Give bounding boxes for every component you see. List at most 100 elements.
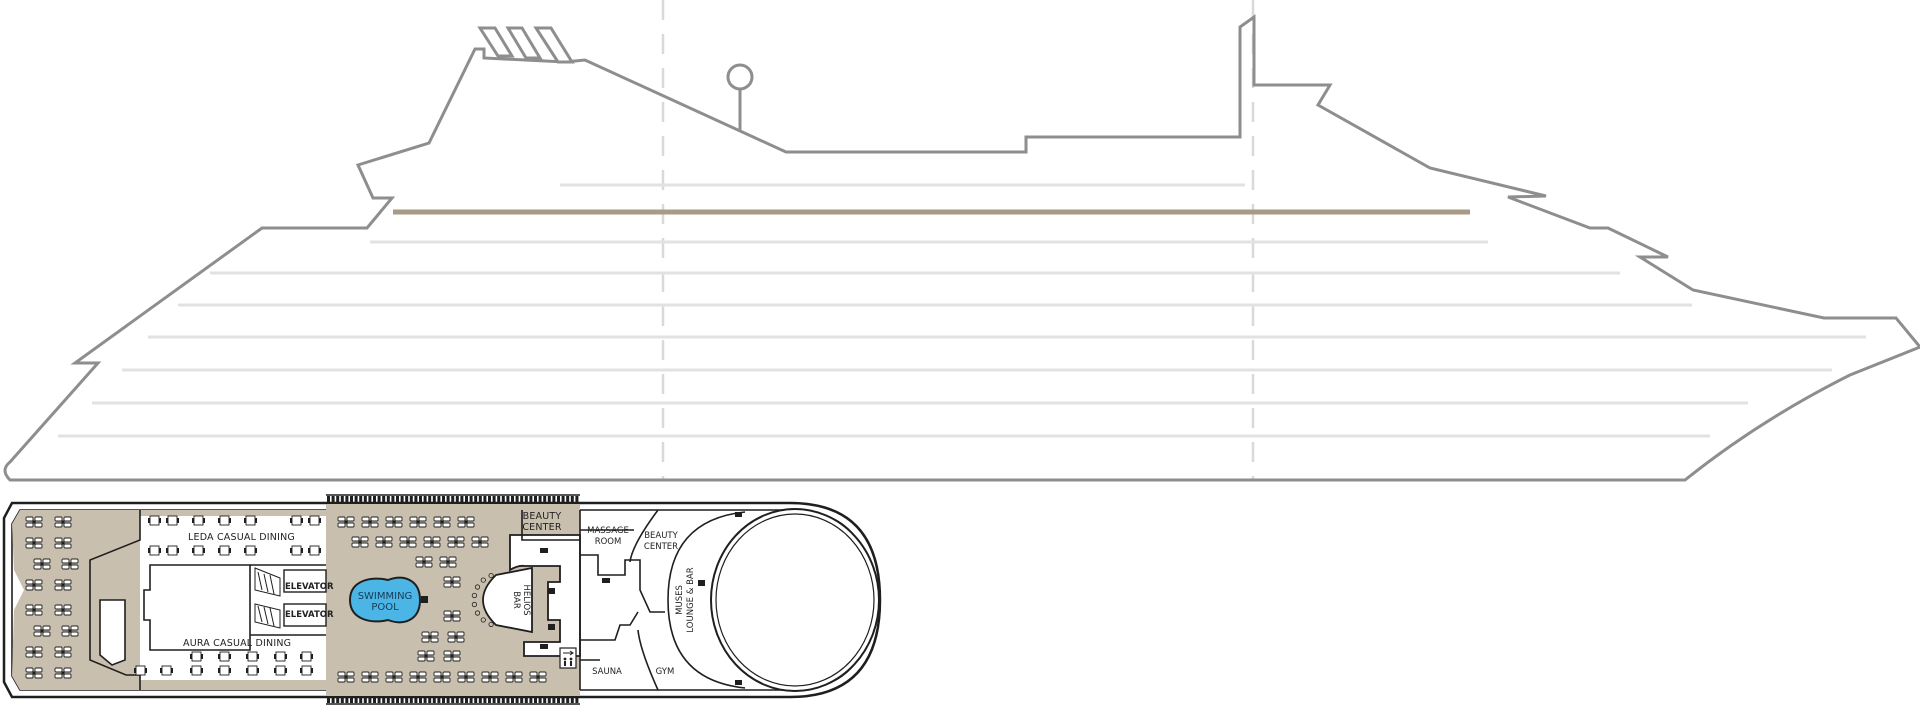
railing-post — [552, 697, 556, 703]
railing-post — [469, 496, 473, 502]
railing-post — [492, 496, 496, 502]
furniture-block — [540, 548, 548, 553]
railing-post — [419, 697, 422, 703]
side-walkway-bottom — [140, 680, 326, 690]
lounge-chair-icon — [33, 558, 51, 570]
railing-post — [469, 697, 473, 703]
lounge-chair-icon — [399, 536, 417, 548]
railing-post — [561, 496, 565, 502]
beauty-center-label-1a: BEAUTY — [523, 511, 562, 522]
railing-post — [474, 697, 478, 703]
deck-plan-top-view: LEDA CASUAL DINING AURA CASUAL DINING EL… — [2, 494, 882, 705]
funnel-fin — [505, 26, 543, 60]
railing-post — [350, 496, 353, 502]
railing-post — [575, 697, 579, 703]
dining-table-icon — [148, 545, 161, 556]
dining-table-icon — [218, 515, 231, 526]
railing-post — [547, 697, 551, 703]
lounge-chair-icon — [447, 536, 465, 548]
aft-bar-counter — [99, 599, 126, 666]
lounge-chair-icon — [385, 516, 403, 528]
lounge-chairs — [25, 516, 547, 683]
railing-post — [465, 697, 468, 703]
dining-table-icon — [246, 651, 259, 662]
dining-table-icon — [190, 665, 203, 676]
deck-railings — [326, 494, 580, 705]
railing-post — [442, 496, 445, 502]
lounge-chair-icon — [361, 516, 379, 528]
lounge-chair-icon — [25, 604, 43, 616]
muses-lounge-label-2: LOUNGE & BAR — [686, 567, 696, 632]
railing-post — [451, 496, 455, 502]
railing-post — [543, 496, 547, 502]
railing-post — [354, 697, 358, 703]
funnel-fin — [533, 26, 575, 64]
railing-post — [460, 697, 464, 703]
railing-post — [377, 496, 381, 502]
lounge-chair-icon — [25, 537, 43, 549]
dining-table-icon — [244, 545, 257, 556]
lounge-chair-icon — [351, 536, 369, 548]
lounge-chair-icon — [25, 516, 43, 528]
railing-post — [331, 496, 335, 502]
railing-post — [377, 697, 381, 703]
dining-table-icon — [160, 665, 173, 676]
spa-area-walls — [521, 509, 665, 691]
lounge-chair-icon — [54, 537, 72, 549]
railing-post — [446, 496, 450, 502]
lounge-chair-icon — [61, 558, 79, 570]
railing-post — [474, 496, 478, 502]
railing-post — [552, 496, 556, 502]
railing-post — [359, 496, 363, 502]
railing-post — [538, 496, 542, 502]
railing-post — [327, 697, 330, 703]
railing-post — [423, 496, 427, 502]
railing-post — [368, 496, 372, 502]
elevator-label-1: ELEVATOR — [285, 582, 334, 592]
funnel-fin — [477, 26, 515, 58]
railing-post — [405, 697, 409, 703]
railing-post — [566, 697, 570, 703]
lounge-chair-icon — [337, 516, 355, 528]
railing-post — [520, 697, 524, 703]
bar-stool — [488, 621, 494, 628]
railing-post — [336, 697, 340, 703]
beauty-center-label-1b: CENTER — [522, 522, 562, 533]
railing-post — [455, 496, 459, 502]
railing-post — [382, 697, 386, 703]
railing-post — [437, 697, 441, 703]
railing-post — [501, 496, 505, 502]
bar-stool — [471, 601, 477, 608]
lounge-chair-icon — [54, 579, 72, 591]
lounge-chair-icon — [409, 671, 427, 683]
lounge-chair-icon — [457, 671, 475, 683]
dining-table-icon — [148, 515, 161, 526]
leda-casual-dining-label: LEDA CASUAL DINING — [188, 532, 295, 543]
muses-lounge-label-1: MUSES — [675, 585, 685, 615]
railing-post — [478, 496, 482, 502]
lounge-chair-icon — [421, 631, 439, 643]
railing-post — [460, 496, 464, 502]
railing-post — [331, 697, 335, 703]
lounge-chair-icon — [54, 604, 72, 616]
railing-post — [570, 496, 574, 502]
lounge-chair-icon — [417, 650, 435, 662]
railing-post — [327, 496, 330, 502]
lounge-chair-icon — [481, 671, 499, 683]
railing-post — [506, 496, 510, 502]
dining-table-icon — [290, 515, 303, 526]
railing-post — [492, 697, 496, 703]
railing-post — [391, 697, 395, 703]
railing-post — [363, 697, 367, 703]
railing-post — [336, 496, 340, 502]
railing-post — [363, 496, 367, 502]
side-walkway-top — [140, 510, 326, 516]
railing-post — [432, 697, 436, 703]
lounge-chair-icon — [25, 579, 43, 591]
railing-post — [373, 697, 376, 703]
dining-table-icon — [244, 515, 257, 526]
railing-post — [483, 496, 487, 502]
lounge-chair-icon — [415, 556, 433, 568]
railing-post — [428, 697, 432, 703]
railing-post — [520, 496, 524, 502]
